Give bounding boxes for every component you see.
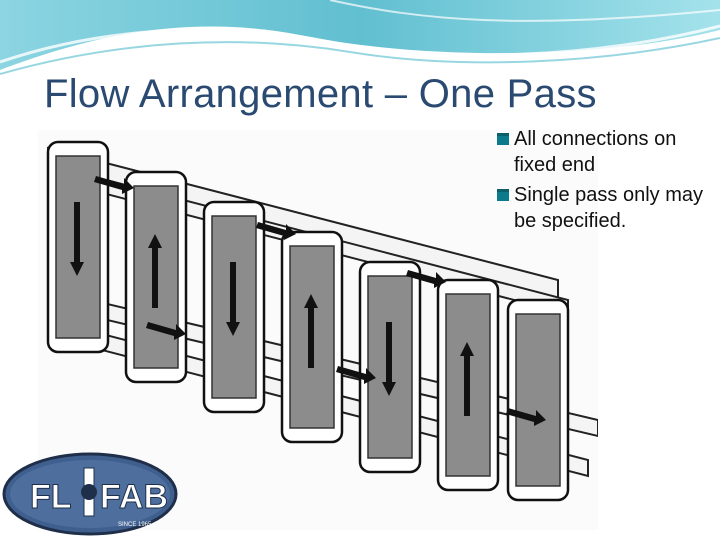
- checkbox-bullet-icon: [497, 133, 509, 145]
- page-title: Flow Arrangement – One Pass: [44, 72, 597, 116]
- bullet-item: All connections on fixed end: [496, 126, 716, 178]
- logo-since-text: SINCE 1965: [118, 522, 152, 528]
- bullet-text: All connections on fixed end: [514, 128, 677, 176]
- checkbox-bullet-icon: [497, 189, 509, 201]
- flofab-logo: FL FAB SINCE 1965: [2, 452, 178, 536]
- logo-text-right: FAB: [100, 478, 168, 516]
- bullet-item: Single pass only may be specified.: [496, 182, 716, 234]
- bullet-text: Single pass only may be specified.: [514, 184, 703, 232]
- logo-text-left: FL: [30, 478, 72, 516]
- header-swoosh-decoration: [0, 0, 720, 75]
- bullet-list: All connections on fixed end Single pass…: [496, 126, 716, 238]
